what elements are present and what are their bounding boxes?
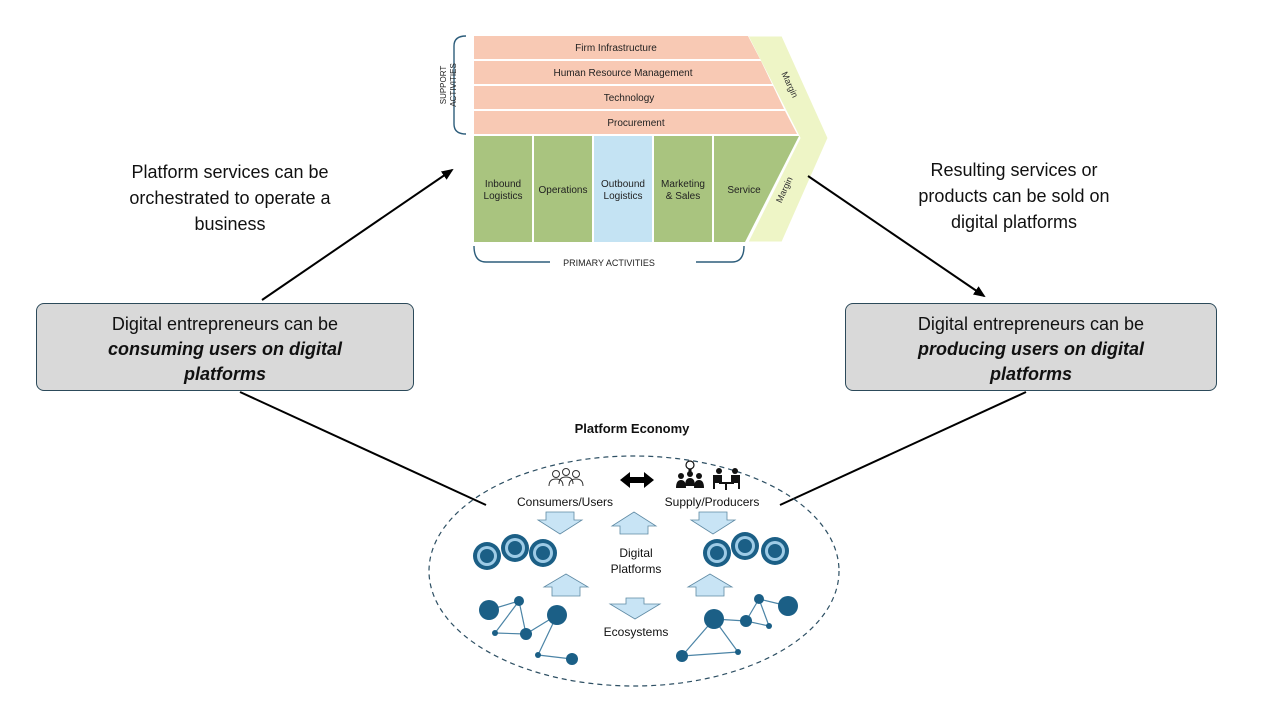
down-arrow-ecosystems	[608, 597, 662, 620]
primary-col-label: Service	[727, 185, 761, 196]
support-row-label: Technology	[604, 93, 655, 104]
role-box-line: Digital entrepreneurs can be	[917, 314, 1145, 334]
primary-col-label: Outbound	[601, 179, 645, 190]
support-row-label: Human Resource Management	[554, 68, 693, 79]
network-graph-right-icon	[676, 594, 798, 662]
role-box-emphasis: platforms	[989, 364, 1072, 384]
meeting-icon	[713, 468, 740, 490]
role-box-emphasis: consuming users on digital	[107, 339, 343, 359]
support-activities-label: SUPPORT	[439, 66, 448, 105]
consumers-users-label: Consumers/Users	[517, 495, 613, 509]
support-row-label: Procurement	[607, 118, 664, 129]
caption-right-line: digital platforms	[950, 212, 1078, 232]
caption-left-line: business	[194, 214, 266, 234]
support-row-technology	[474, 86, 784, 109]
digital-platforms-label: Digital	[619, 546, 652, 560]
caption-left-line: orchestrated to operate a	[129, 188, 331, 208]
supply-producers-label: Supply/Producers	[665, 495, 760, 509]
margin-chevron	[747, 35, 829, 243]
primary-col-label: & Sales	[666, 191, 700, 202]
support-row-label: Firm Infrastructure	[575, 43, 657, 54]
primary-col-label: Inbound	[485, 179, 521, 190]
up-arrow-platforms	[610, 511, 658, 535]
producer-role-box: Digital entrepreneurs can be producing u…	[845, 303, 1217, 391]
primary-col-outbound-logistics	[594, 136, 652, 242]
arrow-to-value-chain	[261, 168, 454, 301]
ecosystems-label: Ecosystems	[604, 625, 669, 639]
support-activities-label: ACTIVITIES	[449, 63, 458, 107]
role-box-line: Digital entrepreneurs can be	[111, 314, 339, 334]
support-row-hrm	[474, 61, 772, 84]
network-graph-left-icon	[479, 596, 578, 665]
down-arrow-consumers	[536, 511, 584, 535]
primary-col-label: Marketing	[661, 179, 705, 190]
arrow-to-producer-box	[807, 175, 986, 298]
users-outline-icon	[548, 468, 584, 487]
consumer-role-box: Digital entrepreneurs can be consuming u…	[36, 303, 414, 391]
primary-col-marketing-sales	[654, 136, 712, 242]
caption-right: Resulting services or products can be so…	[884, 157, 1144, 235]
platform-economy-title: Platform Economy	[575, 421, 691, 436]
primary-col-label: Operations	[539, 185, 588, 196]
idea-team-icon	[676, 460, 704, 488]
primary-activities-label: PRIMARY ACTIVITIES	[563, 258, 655, 268]
link-producer-to-economy	[779, 391, 1027, 506]
digital-platforms-label: Platforms	[611, 562, 662, 576]
primary-col-inbound-logistics	[474, 136, 532, 242]
caption-right-line: Resulting services or	[930, 160, 1098, 180]
support-row-procurement	[474, 111, 797, 134]
economy-ellipse	[428, 455, 840, 687]
caption-left: Platform services can be orchestrated to…	[100, 159, 360, 237]
double-arrow-icon	[620, 472, 654, 488]
caption-left-line: Platform services can be	[131, 162, 329, 182]
value-chain: Firm Infrastructure Human Resource Manag…	[439, 35, 829, 268]
role-box-emphasis: producing users on digital	[917, 339, 1144, 359]
primary-col-label: Logistics	[484, 191, 523, 202]
platform-rings-left-icon	[473, 534, 557, 570]
caption-right-line: products can be sold on	[918, 186, 1110, 206]
link-consumer-to-economy	[239, 391, 487, 506]
support-bracket	[453, 35, 467, 135]
primary-col-operations	[534, 136, 592, 242]
up-arrow-left-ecosystem	[542, 573, 590, 597]
support-row-firm-infrastructure	[474, 36, 760, 59]
up-arrow-right-ecosystem	[686, 573, 734, 597]
primary-bracket	[473, 245, 745, 263]
down-arrow-suppliers	[689, 511, 737, 535]
role-box-emphasis: platforms	[183, 364, 266, 384]
platform-rings-right-icon	[703, 532, 789, 567]
platform-economy: Platform Economy	[428, 421, 840, 687]
primary-col-label: Logistics	[604, 191, 643, 202]
primary-col-service	[714, 136, 799, 242]
